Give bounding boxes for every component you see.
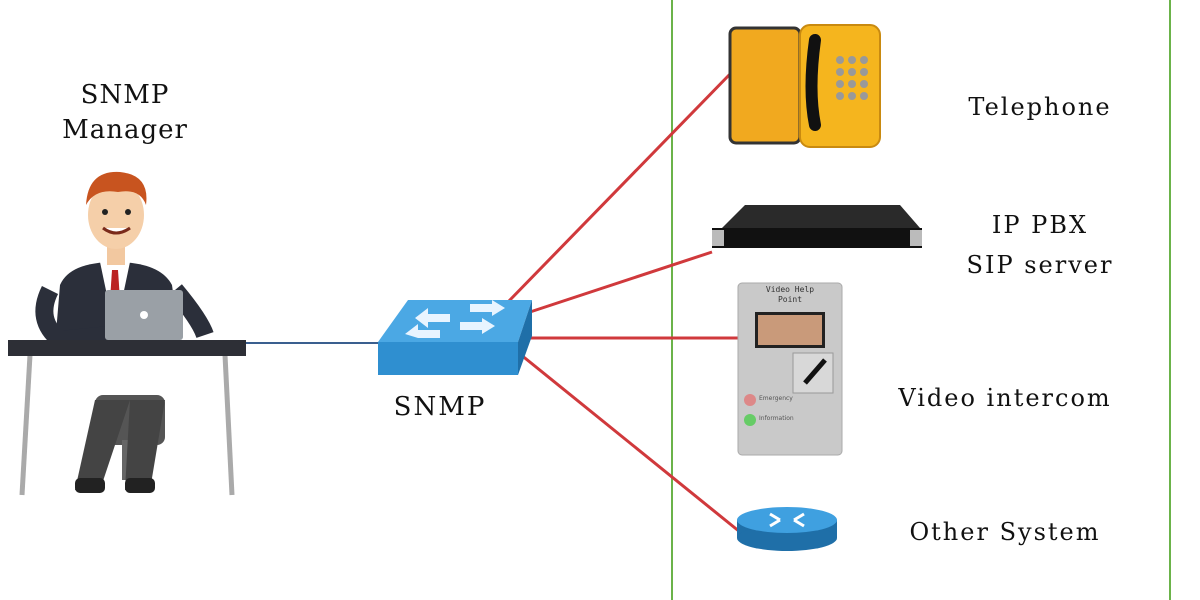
video-intercom-device-icon [737, 282, 843, 456]
intercom-emergency-label: Emergency [759, 395, 793, 402]
snmp-manager-label: SNMP Manager [40, 78, 210, 148]
manager-label-line2: Manager [62, 115, 188, 145]
intercom-panel-title-2: Point [777, 295, 803, 304]
switch-label: SNMP [393, 392, 487, 422]
router-icon [737, 507, 837, 551]
link-router [514, 348, 741, 534]
link-telephone [506, 70, 734, 304]
link-pbx [529, 250, 713, 314]
pbx-label-line1: IP PBX [991, 211, 1089, 239]
intercom-panel-title-1: Video Help [765, 285, 815, 294]
intercom-information-label: Information [759, 415, 794, 422]
video-intercom-label: Video intercom [898, 384, 1112, 412]
telephone-device-icon [728, 24, 881, 148]
other-system-label: Other System [909, 518, 1101, 546]
pbx-label-line2: SIP server [966, 251, 1114, 279]
ip-pbx-label: IP PBX SIP server [940, 205, 1140, 285]
ip-pbx-server-icon [712, 205, 922, 248]
snmp-manager-person-icon [8, 171, 246, 496]
manager-label-line1: SNMP [80, 80, 170, 110]
telephone-label: Telephone [968, 93, 1112, 121]
network-switch-icon [378, 300, 532, 375]
